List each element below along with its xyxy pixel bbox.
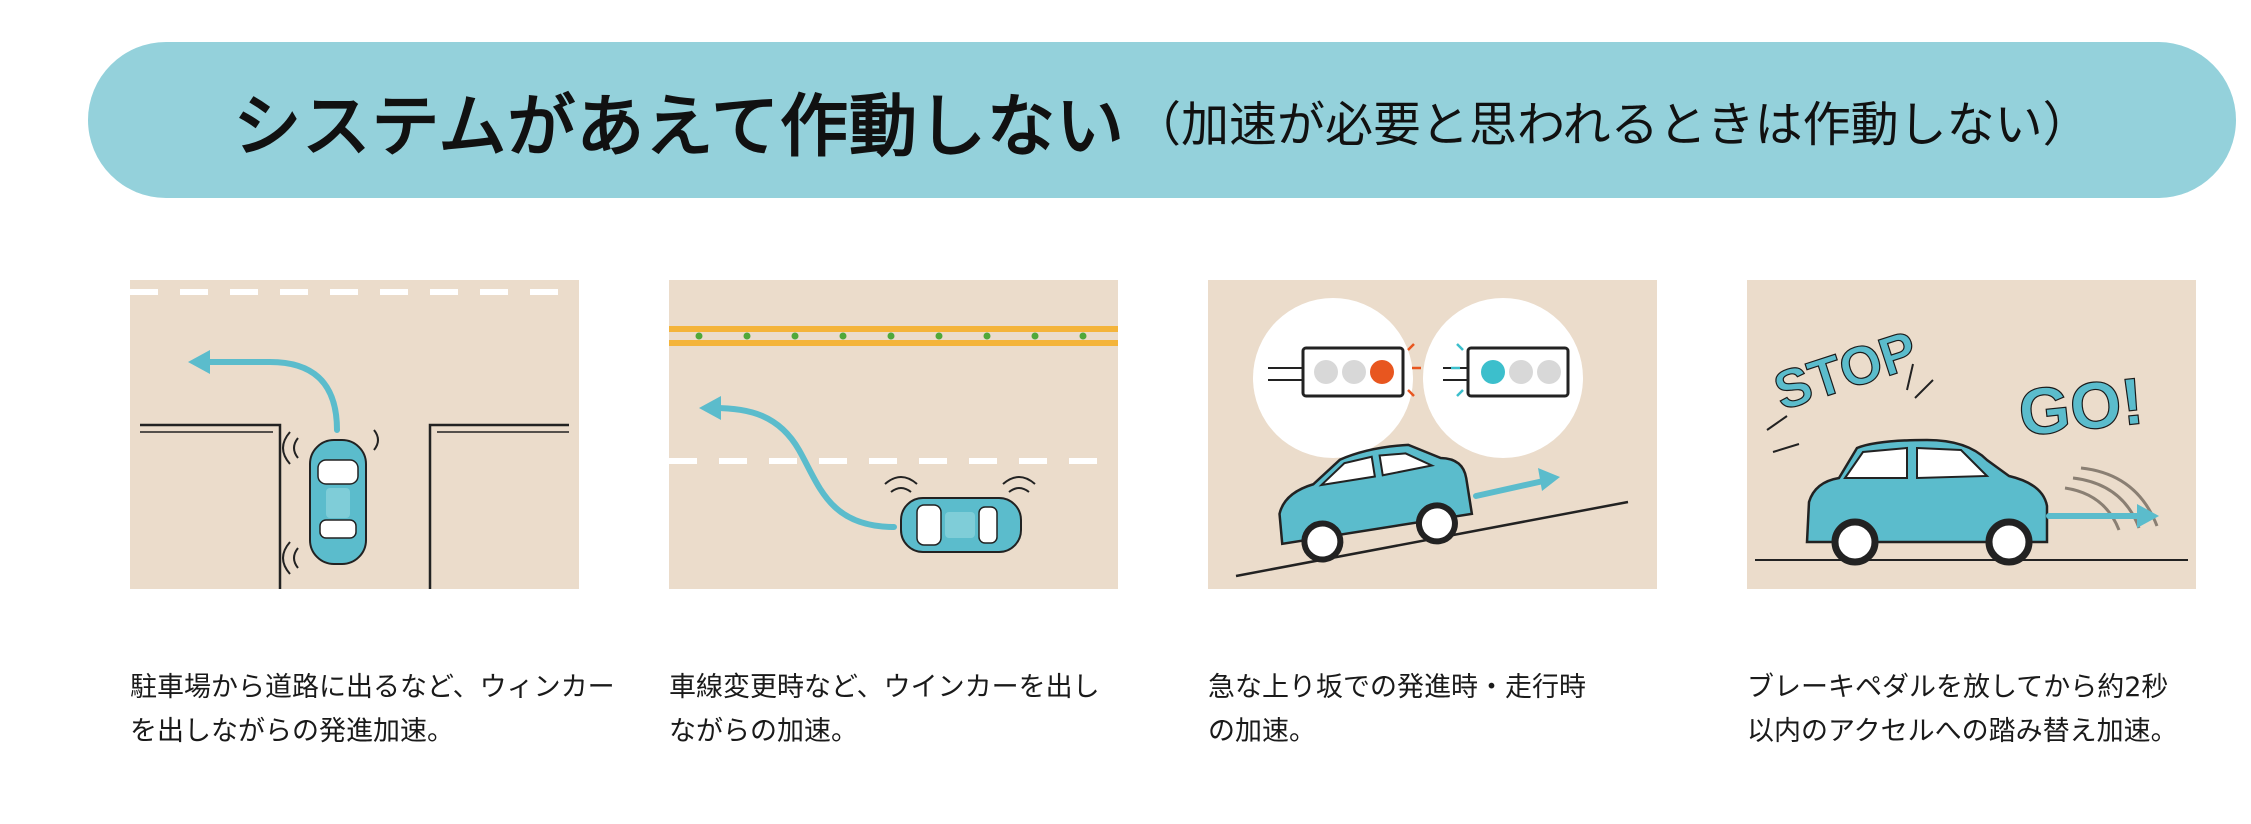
- caption-left-turn: 駐車場から道路に出るなど、ウィンカー を出しながらの発進加速。: [130, 666, 615, 754]
- caption-line: 以内のアクセルへの踏み替え加速。: [1747, 716, 2178, 747]
- center-line-bottom: [669, 340, 1118, 346]
- caption-lane-change: 車線変更時など、ウインカーを出し ながらの加速。: [669, 666, 1149, 754]
- page-subtitle: （加速が必要と思われるときは作動しない）: [1132, 97, 2091, 153]
- header-banner: システムがあえて作動しない （加速が必要と思われるときは作動しない）: [88, 42, 2236, 198]
- traffic-light-red: [1268, 343, 1421, 398]
- center-line-top: [669, 326, 1118, 332]
- caption-line: 急な上り坂での発進時・走行時: [1208, 672, 1586, 703]
- car-side-view: [1278, 443, 1474, 563]
- turn-arrow: [197, 359, 340, 433]
- illustration-stop-and-go: STOP GO!: [1747, 280, 2196, 589]
- illustration-left-turn: [130, 280, 579, 589]
- car-top-view: [900, 497, 1022, 553]
- caption-line: 車線変更時など、ウインカーを出し: [669, 672, 1100, 703]
- forward-arrow: [1473, 477, 1551, 499]
- lane-change-arrow-head: [699, 396, 721, 420]
- stop-emphasis-marks: [1766, 363, 1934, 453]
- caption-line: の加速。: [1208, 716, 1316, 747]
- car-top-view: [309, 439, 367, 565]
- illustration-uphill: [1208, 280, 1657, 589]
- road-edge-left: [140, 423, 282, 589]
- road-edge-right: [428, 423, 569, 589]
- lane-change-arrow: [711, 405, 897, 530]
- turn-arrow-head: [188, 350, 210, 374]
- car-side-view: [1805, 438, 2049, 566]
- traffic-light-green: [1443, 343, 1570, 398]
- caption-line: を出しながらの発進加速。: [130, 716, 454, 747]
- caption-line: ブレーキペダルを放してから約2秒: [1747, 672, 2169, 703]
- signal-marks-rear: [282, 541, 299, 575]
- page-title: システムがあえて作動しない: [233, 87, 1125, 167]
- left-turn-scene: [130, 289, 579, 589]
- go-label: GO!: [2015, 363, 2147, 450]
- forward-arrow-head: [2137, 504, 2159, 528]
- caption-line: ながらの加速。: [669, 716, 858, 747]
- stop-label: STOP: [1767, 320, 1924, 422]
- center-line-dots: [695, 332, 1087, 340]
- caption-stop-and-go: ブレーキペダルを放してから約2秒 以内のアクセルへの踏み替え加速。: [1747, 666, 2227, 754]
- forward-arrow-head: [1538, 468, 1560, 491]
- lane-change-scene: [669, 326, 1118, 553]
- signal-marks-front: [282, 429, 379, 465]
- uphill-scene: [1235, 298, 1629, 578]
- stop-and-go-scene: STOP GO!: [1755, 319, 2188, 566]
- illustration-lane-change: [669, 280, 1118, 589]
- caption-uphill: 急な上り坂での発進時・走行時 の加速。: [1208, 666, 1688, 754]
- caption-line: 駐車場から道路に出るなど、ウィンカー: [130, 672, 615, 703]
- signal-marks: [884, 476, 1036, 493]
